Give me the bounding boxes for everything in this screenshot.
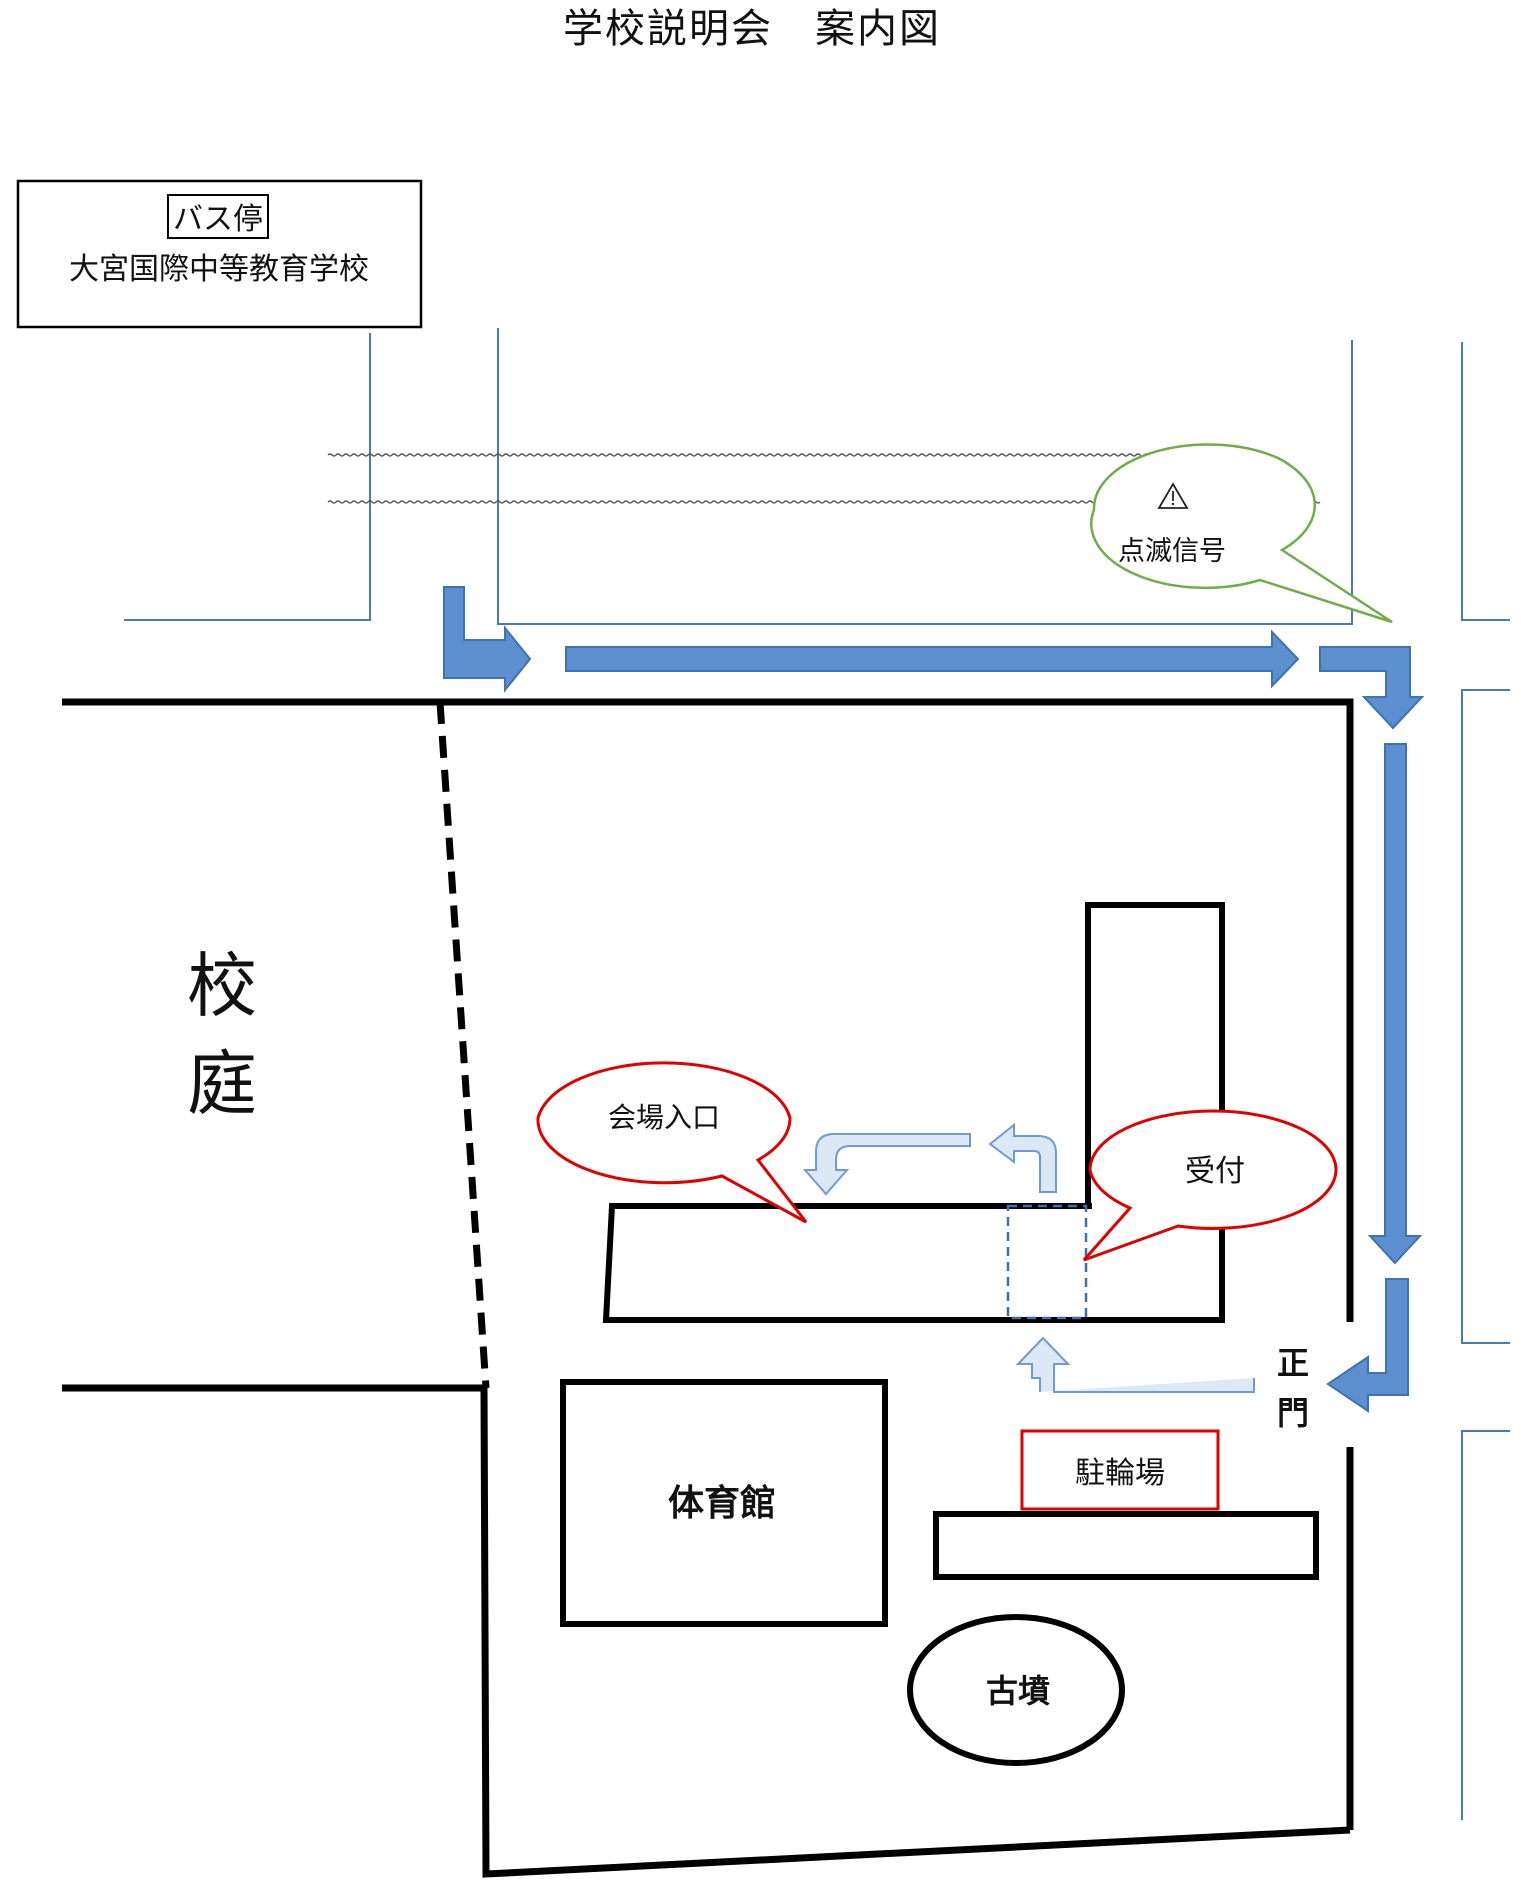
signal-callout-label: 点滅信号 — [1118, 536, 1226, 567]
boundary-south-west-wall — [62, 1384, 1351, 1878]
roads — [124, 328, 1510, 1820]
reception-callout-label: 受付 — [1185, 1154, 1245, 1189]
road-right-upper — [1461, 342, 1510, 621]
bus-stop-name: 大宮国際中等教育学校 — [69, 252, 369, 287]
reception-area — [1006, 1204, 1088, 1320]
road-right-middle — [1461, 689, 1510, 1344]
main-gate-label-2: 門 — [1277, 1394, 1309, 1432]
main-gate-label-1: 正 — [1277, 1344, 1309, 1382]
schoolyard-label-1: 校 — [187, 945, 257, 1027]
main-building-wing — [602, 1203, 1225, 1323]
buildings — [560, 902, 1319, 1766]
kofun-mound — [907, 1614, 1125, 1766]
bicycle-rack-building — [933, 1511, 1319, 1580]
route-arrow-bus-stop-turn — [443, 586, 532, 693]
map-title: 学校説明会 案内図 — [563, 6, 941, 52]
route-arrows — [443, 586, 1425, 1413]
venue-entrance-callout-bubble — [536, 1061, 808, 1224]
walk-arrow-reception-up — [988, 1122, 1057, 1193]
route-arrow-down-east — [1367, 743, 1423, 1265]
reception-callout: 受付 — [1082, 1109, 1338, 1262]
schoolyard-dashed-divider — [436, 701, 490, 1389]
school-boundary — [62, 698, 1354, 1878]
gym-building — [560, 1379, 888, 1627]
bicycle-parking-box — [1020, 1429, 1220, 1511]
gym-label: 体育館 — [668, 1482, 776, 1524]
kofun-label: 古墳 — [986, 1672, 1050, 1710]
reception-callout-bubble — [1082, 1109, 1338, 1262]
bus-stop-label-frame — [167, 194, 269, 239]
walk-arrow-to-entrance — [802, 1133, 971, 1196]
route-arrow-into-gate — [1326, 1278, 1409, 1413]
bus-stop-box: バス停 大宮国際中等教育学校 — [16, 179, 423, 329]
walk-arrow-gate-to-reception — [1015, 1336, 1255, 1393]
road-left-edge — [124, 333, 371, 621]
bicycle-parking-label: 駐輪場 — [1075, 1456, 1165, 1491]
road-center-edge — [497, 328, 1353, 625]
bus-stop-label: バス停 — [173, 202, 263, 237]
walk-arrows — [802, 1122, 1255, 1393]
venue-entrance-callout-label: 会場入口 — [608, 1101, 720, 1134]
signal-callout: 点滅信号 — [1090, 443, 1393, 624]
schoolyard-label-2: 庭 — [187, 1043, 257, 1125]
boundary-north-east-wall — [62, 698, 1354, 1322]
railway-line-top — [327, 453, 1253, 457]
signal-callout-bubble — [1090, 443, 1393, 624]
road-right-lower — [1461, 1430, 1510, 1820]
venue-entrance-callout: 会場入口 — [536, 1061, 808, 1224]
warning-triangle-icon — [1157, 482, 1189, 509]
route-arrow-corner-turn — [1319, 646, 1425, 730]
route-arrow-along-road — [565, 629, 1300, 689]
